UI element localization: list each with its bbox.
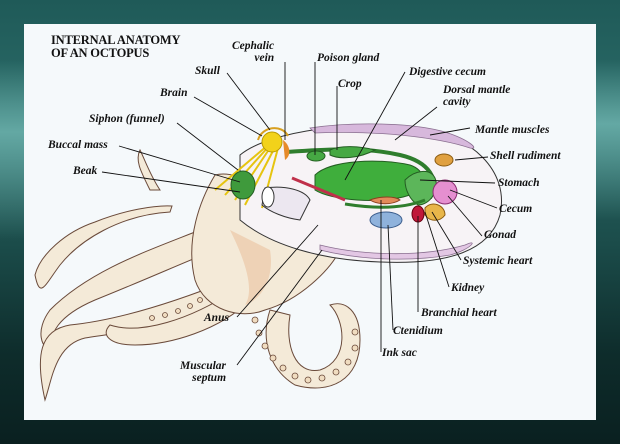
ctenidium-shape: [369, 211, 403, 229]
arm-suckers: [149, 297, 359, 384]
cephalic-vein-shape: [283, 140, 290, 160]
label-beak: Beak: [73, 165, 98, 177]
arm-right-loop: [265, 303, 361, 389]
frame-glow-left: [0, 60, 24, 240]
arm-back-tentacle: [137, 148, 161, 191]
label-shell-rudiment: Shell rudiment: [490, 150, 561, 162]
label-kidney: Kidney: [451, 282, 485, 294]
label-muscular-septum-line1: Muscular: [180, 360, 227, 372]
label-dorsal-mantle-cavity: Dorsal mantle cavity: [443, 84, 510, 108]
label-buccal-mass: Buccal mass: [48, 139, 108, 151]
label-muscular-septum: Muscular septum: [180, 360, 226, 384]
label-siphon: Siphon (funnel): [89, 113, 165, 125]
label-systemic-heart: Systemic heart: [463, 255, 533, 267]
diagram-title: INTERNAL ANATOMY OF AN OCTOPUS: [51, 33, 181, 60]
label-ctenidium: Ctenidium: [393, 325, 443, 337]
label-gonad: Gonad: [484, 229, 516, 241]
label-skull: Skull: [195, 65, 220, 77]
title-line-2: OF AN OCTOPUS: [51, 46, 150, 60]
label-dorsal-mantle-line1: Dorsal mantle: [443, 84, 511, 96]
label-mantle-muscles: Mantle muscles: [475, 124, 550, 136]
poison-gland-shape: [306, 150, 326, 162]
arm-upper-left: [34, 205, 173, 289]
stomach-shape: [404, 171, 437, 206]
kidney-shape: [424, 203, 446, 221]
label-dorsal-mantle-line2: cavity: [443, 96, 471, 108]
label-stomach: Stomach: [498, 177, 540, 189]
intestine: [344, 198, 426, 209]
frame-glow-right: [596, 60, 620, 220]
label-branchial-heart: Branchial heart: [421, 307, 497, 319]
buccal-mass-shape: [230, 170, 256, 200]
label-cecum: Cecum: [499, 203, 533, 215]
label-cephalic-vein-line1: Cephalic: [232, 40, 275, 52]
mantle-muscle-band: [309, 123, 475, 149]
siphon-opening: [261, 186, 275, 208]
crop-shape: [329, 146, 377, 159]
brain-shape: [261, 131, 283, 153]
rectum: [291, 176, 346, 202]
label-brain: Brain: [160, 87, 188, 99]
shell-rudiment-shape: [434, 153, 454, 167]
label-muscular-septum-line2: septum: [192, 372, 227, 384]
skull-shape: [257, 127, 289, 141]
label-anus: Anus: [204, 312, 229, 324]
leader-lines: [101, 62, 498, 366]
title-line-1: INTERNAL ANATOMY: [51, 33, 181, 47]
label-crop: Crop: [338, 78, 362, 90]
label-cephalic-vein-line2: vein: [254, 52, 275, 64]
label-cephalic-vein: Cephalic vein: [232, 40, 274, 64]
label-ink-sac: Ink sac: [382, 347, 417, 359]
label-digestive-cecum: Digestive cecum: [409, 66, 486, 78]
body-shading: [230, 230, 271, 305]
label-poison-gland: Poison gland: [317, 52, 380, 64]
ink-sac-shape: [368, 196, 401, 205]
gonad-shape: [432, 179, 458, 205]
